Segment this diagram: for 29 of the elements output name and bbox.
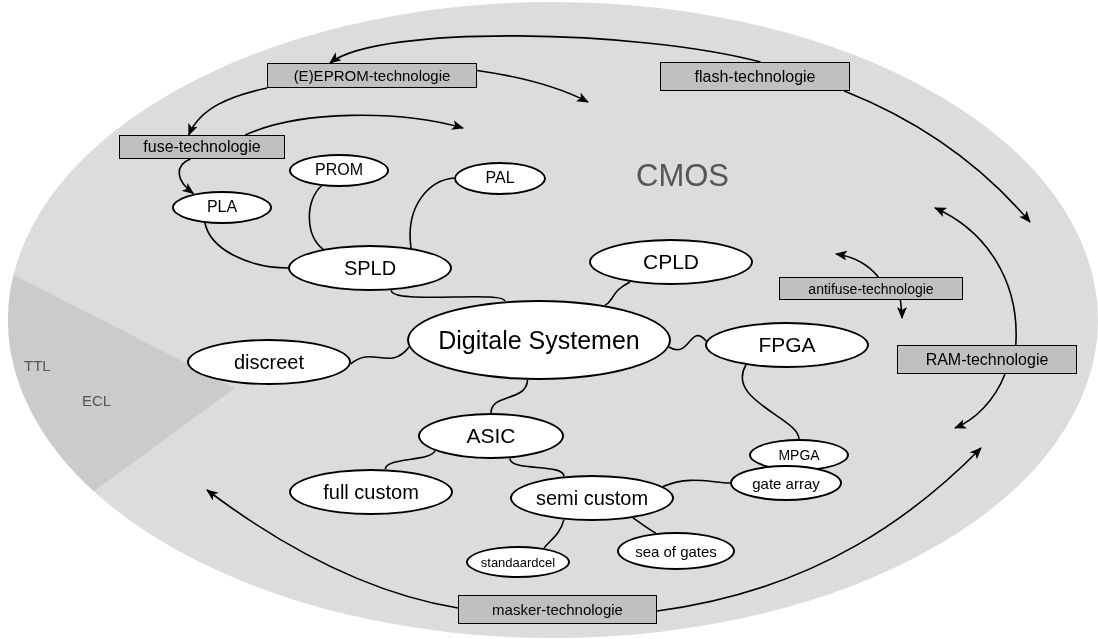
curved-arrow bbox=[843, 90, 1031, 223]
technology-box: antifuse-technologie bbox=[779, 277, 963, 300]
curved-arrow bbox=[835, 250, 880, 278]
curved-arrow bbox=[954, 373, 1006, 429]
connector-line bbox=[543, 518, 565, 549]
technology-box: masker-technologie bbox=[458, 595, 657, 624]
technology-box: (E)EPROM-technologie bbox=[267, 63, 477, 88]
technology-box: RAM-technologie bbox=[897, 345, 1077, 374]
connector-line bbox=[384, 449, 436, 471]
connector-line bbox=[349, 346, 410, 365]
curved-arrow bbox=[476, 69, 589, 103]
technology-box: flash-technologie bbox=[660, 62, 850, 91]
curved-arrow bbox=[896, 299, 907, 319]
technology-box: fuse-technologie bbox=[119, 135, 285, 159]
connector-line bbox=[490, 379, 529, 414]
connector-line bbox=[509, 457, 565, 478]
region-label: ECL bbox=[82, 392, 112, 409]
curved-arrow bbox=[329, 35, 762, 64]
curved-arrow bbox=[206, 489, 459, 609]
curved-arrow bbox=[244, 114, 464, 136]
connector-line bbox=[204, 221, 289, 269]
connector-line bbox=[308, 184, 324, 250]
curved-arrow bbox=[187, 87, 268, 136]
region-label: CMOS bbox=[636, 158, 729, 194]
curved-arrow bbox=[656, 447, 982, 612]
region-label: TTL bbox=[24, 357, 51, 374]
connector-line bbox=[390, 289, 506, 303]
connector-line bbox=[662, 479, 731, 488]
curved-arrow bbox=[934, 207, 1017, 346]
